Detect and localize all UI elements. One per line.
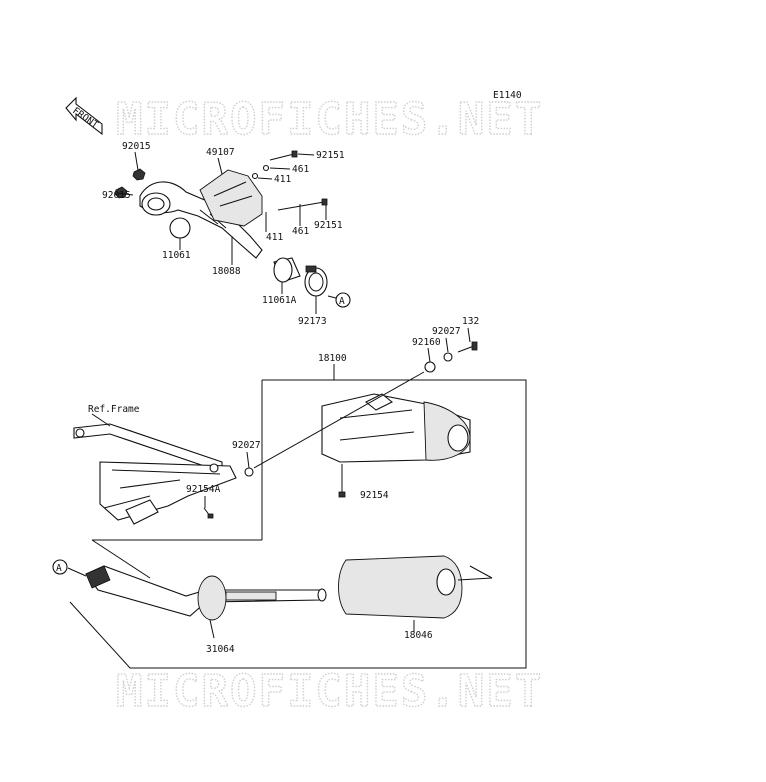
front-arrow-icon: FRONT [65,96,103,136]
label-461-upper: 461 [292,164,309,175]
top-leader-lines [116,151,337,314]
clamp-92173 [304,265,328,297]
bolt-92151-upper [269,150,298,161]
label-92160: 92160 [412,337,441,348]
bolt-132 [457,341,478,353]
label-11061A: 11061A [262,295,297,306]
label-ref-frame: Ref.Frame [88,404,140,415]
label-18046: 18046 [404,630,433,641]
nut-92015-upper [132,168,146,181]
label-411-lower: 411 [266,232,283,243]
label-92151-upper: 92151 [316,150,345,161]
callout-a-bottom: A [52,559,68,575]
washer-92027-upper [443,352,453,362]
diagram-code: E1140 [493,90,522,101]
bolt-92151-lower [277,198,328,211]
gasket-sleeve-11061A [273,257,301,283]
label-11061: 11061 [162,250,191,261]
front-pipe-31064 [85,565,327,621]
label-411-upper: 411 [274,174,291,185]
label-31064: 31064 [206,644,235,655]
label-92027-upper: 92027 [432,326,461,337]
label-92015-lower: 92015 [102,190,131,201]
heat-shield-49107 [199,169,263,227]
label-49107: 49107 [206,147,235,158]
muffler-cover-18046 [338,555,493,619]
gasket-11061 [169,217,191,239]
bolt-92154A [203,507,214,519]
washer-461-upper [262,164,270,172]
label-18100: 18100 [318,353,347,364]
label-92015-upper: 92015 [122,141,151,152]
label-92027-lower: 92027 [232,440,261,451]
bolt-92154 [338,464,346,498]
svg-text:A: A [339,296,345,307]
label-92173: 92173 [298,316,327,327]
frame-reference [73,423,237,525]
label-92154A: 92154A [186,484,221,495]
label-18088: 18088 [212,266,241,277]
label-461-lower: 461 [292,226,309,237]
label-92154: 92154 [360,490,389,501]
callout-a-top: A [335,292,351,308]
svg-text:A: A [56,563,62,574]
lower-leader-lines [204,327,471,639]
washer-92027-lower [244,467,254,477]
nut-92015-lower [114,186,128,199]
label-92151-lower: 92151 [314,220,343,231]
label-132: 132 [462,316,479,327]
watermark-bottom: MICROFICHES.NET [116,666,543,717]
watermark-top: MICROFICHES.NET [116,94,543,145]
grommet-92160 [424,361,436,373]
silencer-body-18100 [321,393,471,463]
assembly-outline-18100 [69,379,527,669]
collar-411-upper [251,172,259,180]
